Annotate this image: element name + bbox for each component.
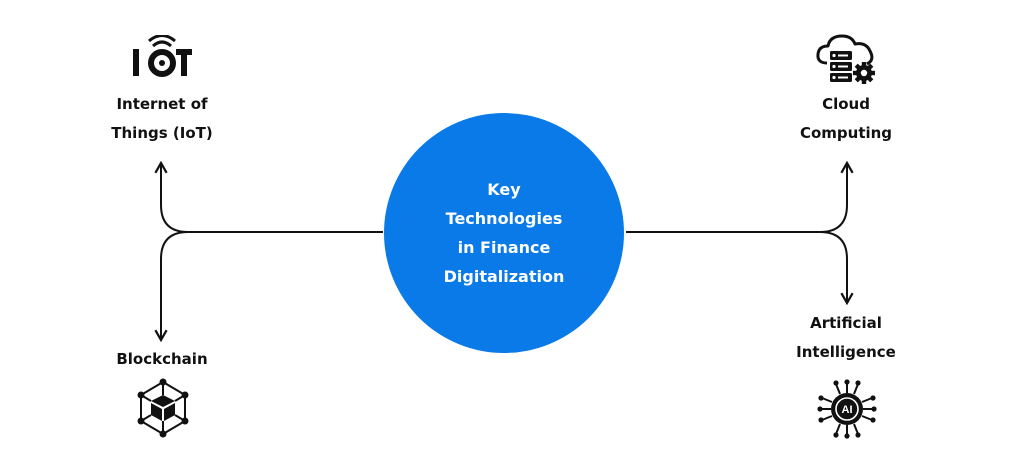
ai-icon-text: AI bbox=[842, 404, 853, 416]
cloud-computing-icon bbox=[816, 34, 875, 84]
right-branch-up bbox=[819, 160, 854, 233]
node-label-cloud: Cloud Computing bbox=[799, 95, 893, 142]
hub-title: Key Technologies in Finance Digitalizati… bbox=[443, 180, 565, 286]
blockchain-icon bbox=[137, 378, 189, 438]
node-label-iot: Internet of Things (IoT) bbox=[111, 95, 213, 142]
right-branch-down bbox=[819, 231, 854, 306]
left-branch-down bbox=[154, 231, 189, 343]
node-label-blockchain: Blockchain bbox=[116, 350, 208, 368]
artificial-intelligence-icon: AI bbox=[817, 379, 877, 439]
left-branch-up bbox=[154, 160, 189, 233]
node-label-ai: Artificial Intelligence bbox=[796, 314, 896, 361]
iot-icon bbox=[133, 35, 192, 77]
center-hub: Key Technologies in Finance Digitalizati… bbox=[384, 113, 624, 353]
